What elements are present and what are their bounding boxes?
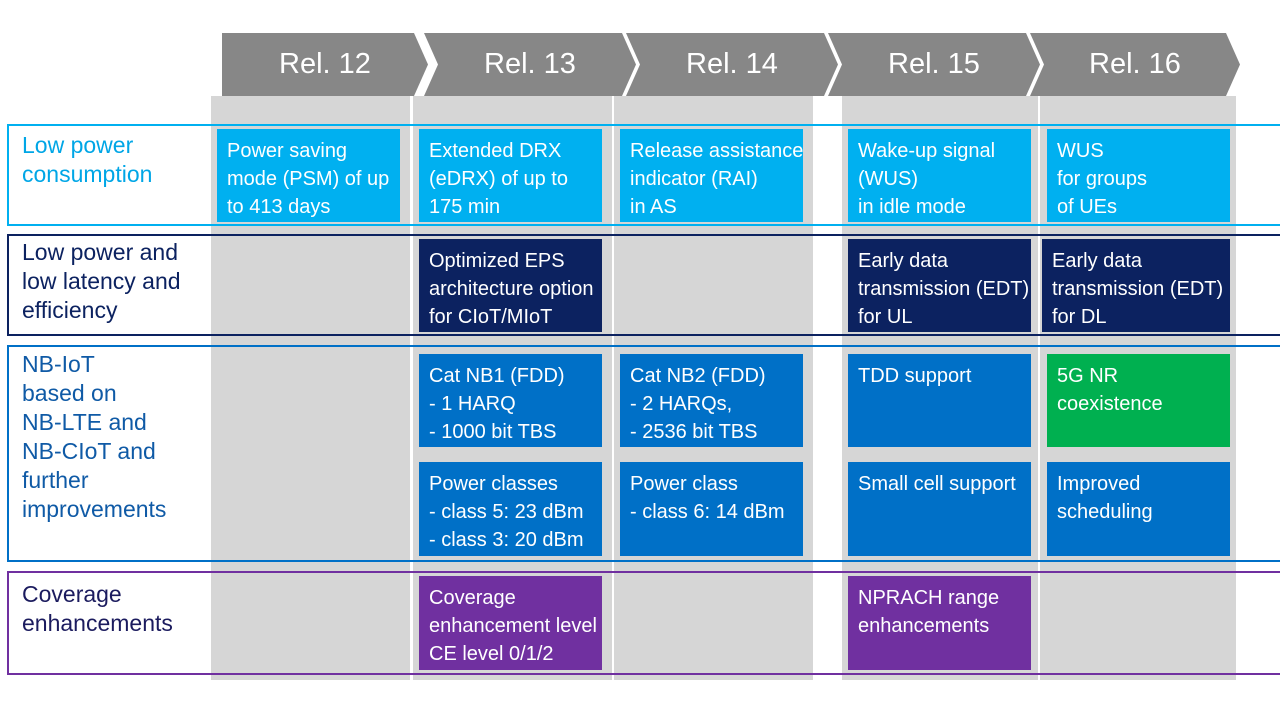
- cell-low-power-rel15: Wake-up signal (WUS) in idle mode: [848, 129, 1031, 222]
- cell-low-power-rel16: WUS for groups of UEs: [1047, 129, 1230, 222]
- cell-coverage-rel13: Coverage enhancement level CE level 0/1/…: [419, 576, 602, 670]
- row-label-latency: Low power and low latency and efficiency: [22, 239, 181, 323]
- cell-nbiot-top-rel14: Cat NB2 (FDD) - 2 HARQs, - 2536 bit TBS: [620, 354, 803, 447]
- release-header-rel13: Rel. 13: [424, 33, 636, 96]
- row-frame-nbiot: [7, 345, 1280, 562]
- cell-nbiot-top-rel16: 5G NR coexistence: [1047, 354, 1230, 447]
- cell-low-power-rel14: Release assistance indicator (RAI) in AS: [620, 129, 803, 222]
- row-label-low-power: Low power consumption: [22, 132, 153, 187]
- release-header-rel12: Rel. 12: [222, 33, 428, 96]
- cell-nbiot-bottom-rel13: Power classes - class 5: 23 dBm - class …: [419, 462, 602, 556]
- release-header-rel16: Rel. 16: [1030, 33, 1240, 96]
- cell-latency-rel15: Early data transmission (EDT) for UL: [848, 239, 1031, 332]
- row-frame-latency: [7, 234, 1280, 336]
- cell-nbiot-bottom-rel16: Improved scheduling: [1047, 462, 1230, 556]
- cell-low-power-rel13: Extended DRX (eDRX) of up to 175 min: [419, 129, 602, 222]
- cell-nbiot-bottom-rel14: Power class - class 6: 14 dBm: [620, 462, 803, 556]
- row-label-nbiot: NB-IoT based on NB-LTE and NB-CIoT and f…: [22, 351, 167, 522]
- cell-low-power-rel12: Power saving mode (PSM) of up to 413 day…: [217, 129, 400, 222]
- cell-nbiot-bottom-rel15: Small cell support: [848, 462, 1031, 556]
- row-label-coverage: Coverage enhancements: [22, 581, 173, 636]
- cell-coverage-rel15: NPRACH range enhancements: [848, 576, 1031, 670]
- row-frame-coverage: [7, 571, 1280, 675]
- release-header-rel15: Rel. 15: [828, 33, 1040, 96]
- cell-nbiot-top-rel13: Cat NB1 (FDD) - 1 HARQ - 1000 bit TBS: [419, 354, 602, 447]
- cell-latency-rel13: Optimized EPS architecture option for CI…: [419, 239, 602, 332]
- cell-latency-rel16: Early data transmission (EDT) for DL: [1042, 239, 1230, 332]
- cell-nbiot-top-rel15: TDD support: [848, 354, 1031, 447]
- row-frame-low-power: [7, 124, 1280, 226]
- release-header-rel14: Rel. 14: [626, 33, 838, 96]
